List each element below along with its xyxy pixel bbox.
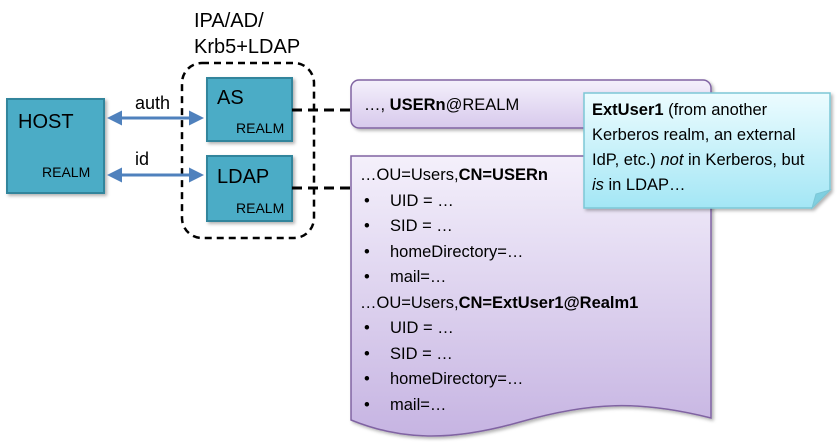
server-group-boundary (180, 61, 316, 240)
note-text: ExtUser1 (from another Kerberos realm, a… (592, 98, 810, 198)
ldap-node: LDAP REALM (206, 155, 293, 222)
as-title: AS (217, 87, 244, 109)
entry-attr-uid: UID = … (360, 189, 638, 215)
entry-attr-mail: mail=… (360, 393, 638, 419)
host-title: HOST (18, 111, 74, 133)
entry-attr-sid: SID = … (360, 214, 638, 240)
note-part3: in LDAP… (603, 176, 686, 194)
as-node: AS REALM (206, 77, 293, 142)
dn-cn: CN=USERn (458, 166, 548, 184)
ldap-title: LDAP (217, 166, 269, 188)
note-emphasis-is: is (592, 176, 604, 194)
host-realm: REALM (42, 164, 90, 180)
group-label-line1: IPA/AD/ (194, 10, 264, 32)
dn-prefix: …OU=Users, (360, 166, 459, 184)
entry-attr-sid: SID = … (360, 342, 638, 368)
entry-attr-homedir: homeDirectory=… (360, 240, 638, 266)
ldap-entries-list: …OU=Users,CN=USERn UID = … SID = … homeD… (360, 163, 638, 418)
note-part2: in Kerberos, but (683, 151, 805, 169)
as-realm: REALM (236, 120, 284, 136)
note-emphasis-not: not (660, 151, 684, 169)
ldap-entry-1: …OU=Users,CN=USERn UID = … SID = … homeD… (360, 163, 638, 291)
note-part1: (from another Kerberos realm, an externa… (592, 101, 796, 169)
auth-arrow-label: auth (135, 93, 170, 113)
entry-attr-uid: UID = … (360, 316, 638, 342)
dn-prefix: …OU=Users, (360, 293, 459, 312)
host-node: HOST REALM (6, 98, 105, 194)
entry-dn: …OU=Users,CN=USERn (360, 163, 638, 189)
callout-fold-corner (810, 188, 832, 210)
entry-attr-homedir: homeDirectory=… (360, 367, 638, 393)
ldap-realm: REALM (236, 200, 284, 216)
principal-user: USERn (390, 96, 446, 114)
principal-prefix: …, (364, 96, 390, 114)
principal-suffix: @REALM (446, 96, 520, 114)
group-label-line2: Krb5+LDAP (194, 36, 300, 58)
entry-attr-mail: mail=… (360, 265, 638, 291)
entry-dn: …OU=Users,CN=ExtUser1@Realm1 (360, 291, 638, 317)
id-arrow-label: id (135, 149, 149, 169)
dn-cn: CN=ExtUser1@Realm1 (458, 293, 639, 312)
ldap-entry-2: …OU=Users,CN=ExtUser1@Realm1 UID = … SID… (360, 291, 638, 419)
principal-text: …, USERn@REALM (364, 96, 519, 114)
note-bold-user: ExtUser1 (592, 101, 664, 119)
